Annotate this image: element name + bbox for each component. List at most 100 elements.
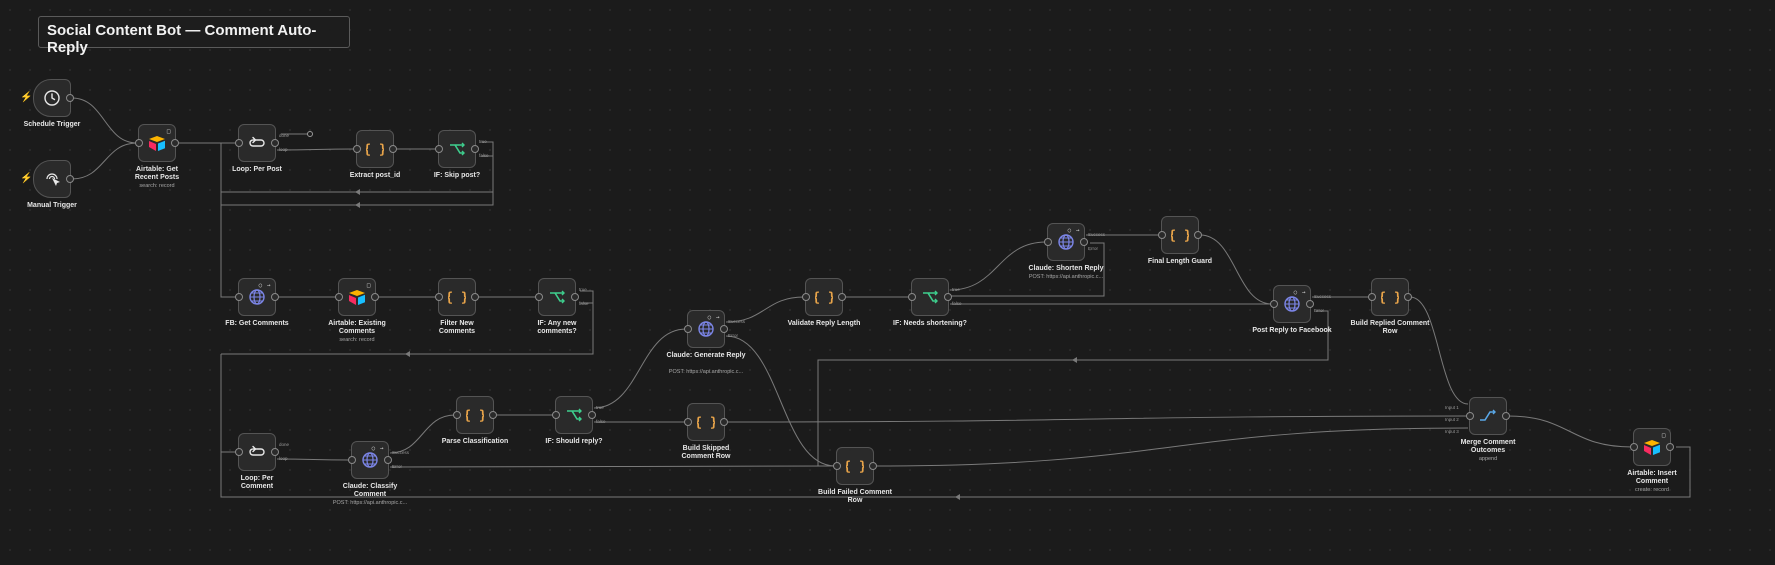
output-port[interactable] (1306, 300, 1314, 308)
input-port[interactable] (684, 418, 692, 426)
output-port[interactable] (1080, 238, 1088, 246)
input-port[interactable] (833, 462, 841, 470)
output-port[interactable] (1666, 443, 1674, 451)
output-port[interactable] (588, 411, 596, 419)
connection-edge[interactable] (1199, 234, 1273, 305)
node-schedule-trigger[interactable]: ⚡ (20, 79, 74, 117)
loop-column-edge[interactable] (220, 143, 237, 298)
node-claude-classify[interactable]: ○ → (348, 441, 392, 479)
input-port[interactable] (435, 145, 443, 153)
node-if-any-new[interactable] (535, 278, 579, 316)
input-port[interactable] (535, 293, 543, 301)
output-port[interactable] (1404, 293, 1412, 301)
input-port[interactable] (235, 139, 243, 147)
input-port[interactable] (235, 448, 243, 456)
input-port[interactable] (1270, 300, 1278, 308)
connection-edge[interactable] (71, 142, 138, 180)
output-port[interactable] (271, 139, 279, 147)
node-filter-new-comments[interactable]: { } (435, 278, 479, 316)
input-port[interactable] (1466, 412, 1474, 420)
output-port[interactable] (944, 293, 952, 301)
input-port[interactable] (684, 325, 692, 333)
node-build-replied[interactable]: { } (1368, 278, 1412, 316)
input-port[interactable] (335, 293, 343, 301)
node-merge-outcomes[interactable] (1466, 397, 1510, 435)
node-loop-per-comment[interactable] (235, 433, 279, 471)
input-port[interactable] (1158, 231, 1166, 239)
input-port[interactable] (135, 139, 143, 147)
output-label: Error (1314, 308, 1324, 313)
input-port[interactable] (1044, 238, 1052, 246)
connection-edge[interactable] (389, 414, 456, 454)
node-parse-classification[interactable]: { } (453, 396, 497, 434)
output-port[interactable] (869, 462, 877, 470)
output-port[interactable] (471, 293, 479, 301)
output-port[interactable] (384, 456, 392, 464)
connection-edge[interactable] (725, 296, 805, 323)
output-port[interactable] (489, 411, 497, 419)
connection-edge[interactable] (389, 465, 836, 468)
node-airtable-insert[interactable]: □ (1630, 428, 1674, 466)
loop-column-edge[interactable] (220, 354, 237, 453)
input-port[interactable] (802, 293, 810, 301)
add-node-icon[interactable] (307, 131, 313, 137)
node-if-should-reply[interactable] (552, 396, 596, 434)
input-port[interactable] (235, 293, 243, 301)
input-port[interactable] (453, 411, 461, 419)
trigger-bolt-icon: ⚡ (20, 92, 33, 103)
input-port[interactable] (435, 293, 443, 301)
input-port[interactable] (353, 145, 361, 153)
output-port[interactable] (389, 145, 397, 153)
input-port[interactable] (1368, 293, 1376, 301)
output-port[interactable] (371, 293, 379, 301)
output-port[interactable] (571, 293, 579, 301)
node-build-skipped[interactable]: { } (684, 403, 728, 441)
node-validate-reply[interactable]: { } (802, 278, 846, 316)
node-label: Extract post_id (349, 172, 401, 179)
loop-back-edge[interactable] (950, 242, 1105, 297)
connection-edge[interactable] (71, 97, 138, 144)
output-port[interactable] (271, 448, 279, 456)
connection-edge[interactable] (725, 335, 836, 467)
node-label: Build Replied Comment Row (1350, 320, 1430, 335)
node-build-failed[interactable]: { } (833, 447, 877, 485)
output-port[interactable] (1194, 231, 1202, 239)
node-claude-shorten[interactable]: ○ → (1044, 223, 1088, 261)
node-loop-per-post[interactable] (235, 124, 279, 162)
connection-edge[interactable] (949, 241, 1047, 291)
node-airtable-existing-comments[interactable]: □ (335, 278, 379, 316)
output-port[interactable] (720, 418, 728, 426)
connection-edge[interactable] (725, 415, 1469, 423)
node-airtable-get-posts[interactable]: □ (135, 124, 179, 162)
node-fb-get-comments[interactable]: ○ → (235, 278, 279, 316)
node-if-needs-shortening[interactable] (908, 278, 952, 316)
svg-text:{ }: { } (1171, 229, 1189, 244)
node-subtitle: append (1478, 456, 1498, 462)
connection-edge[interactable] (1409, 296, 1469, 405)
node-final-length-guard[interactable]: { } (1158, 216, 1202, 254)
output-port[interactable] (838, 293, 846, 301)
input-port[interactable] (552, 411, 560, 419)
input-port[interactable] (1630, 443, 1638, 451)
connection-edge[interactable] (276, 458, 351, 461)
connection-edge[interactable] (874, 427, 1469, 467)
node-post-reply-fb[interactable]: ○ → (1270, 285, 1314, 323)
output-port[interactable] (66, 175, 74, 183)
node-extract-post-id[interactable]: { } (353, 130, 397, 168)
output-port[interactable] (1502, 412, 1510, 420)
connection-edge[interactable] (276, 148, 356, 151)
output-port[interactable] (66, 94, 74, 102)
node-if-skip-post[interactable] (435, 130, 479, 168)
connection-edge[interactable] (1507, 415, 1633, 448)
input-port[interactable] (908, 293, 916, 301)
connection-edge[interactable] (593, 328, 687, 409)
input-port[interactable] (348, 456, 356, 464)
output-port[interactable] (171, 139, 179, 147)
output-port[interactable] (471, 145, 479, 153)
node-claude-generate[interactable]: ○ → (684, 310, 728, 348)
output-port[interactable] (720, 325, 728, 333)
loop-back-edge[interactable] (220, 446, 1691, 498)
output-port[interactable] (271, 293, 279, 301)
node-manual-trigger[interactable]: ⚡ (20, 160, 74, 198)
